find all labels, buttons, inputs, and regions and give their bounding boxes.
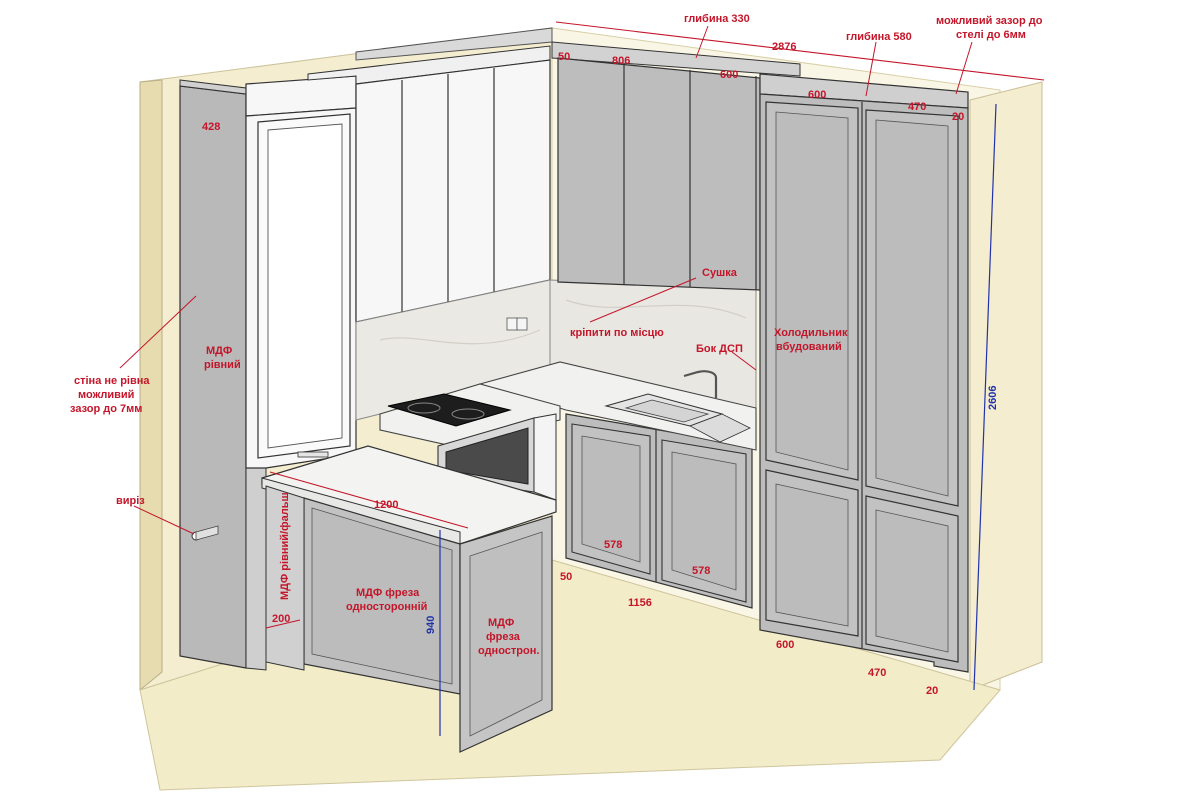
- cutout-pipe: [195, 525, 219, 541]
- label-dim-600-bottom: 600: [776, 639, 794, 651]
- label-gap-ceiling-1: можливий зазор до: [936, 15, 1043, 27]
- label-dim-578-b: 578: [692, 565, 710, 577]
- label-fridge-1: Холодильник: [774, 327, 848, 339]
- fridge-door-inner: [775, 111, 849, 471]
- label-mount-in-place: кріпити по місцю: [570, 327, 664, 339]
- ceiling-beam-left: [355, 27, 553, 61]
- leader-depth-330: [695, 25, 709, 59]
- upper-back-cabinets: [551, 41, 801, 291]
- label-fridge-2: вбудований: [776, 341, 842, 353]
- label-dim-806: 806: [612, 55, 630, 67]
- pantry-lower-inner: [875, 509, 949, 653]
- label-cutout: виріз: [116, 495, 145, 507]
- marble-vein-1: [379, 329, 541, 345]
- label-dim-470-right: 470: [908, 101, 926, 113]
- peninsula-false-panel: [265, 485, 305, 671]
- label-wall-uneven-3: зазор до 7мм: [70, 403, 142, 415]
- leader-gap-ceiling: [955, 41, 973, 95]
- annotation-texts: глибина 330 2876 глибина 580 можливий за…: [70, 13, 1043, 697]
- label-depth-580: глибина 580: [846, 31, 912, 43]
- label-dim-50-top: 50: [558, 51, 570, 63]
- label-mdf-level-1: МДФ: [206, 345, 232, 357]
- tall-cabinet-handle: [297, 451, 329, 458]
- upper-left-body: [355, 59, 551, 323]
- label-dim-1156: 1156: [628, 597, 652, 609]
- wall-socket-2: [516, 317, 528, 331]
- peninsula-end-inner: [469, 531, 543, 737]
- sink-drainer: [689, 413, 751, 443]
- annotation-lines: [119, 21, 1045, 736]
- label-dim-200: 200: [272, 613, 290, 625]
- label-side-dsp: Бок ДСП: [696, 343, 743, 355]
- leader-wall-uneven: [119, 295, 197, 369]
- oven-side-panel: [533, 413, 557, 501]
- dim-line-2606: [973, 103, 997, 691]
- label-dim-20-bottom: 20: [926, 685, 938, 697]
- peninsula-side-inner: [311, 507, 453, 685]
- dim-line-1200: [269, 471, 469, 529]
- faucet: [683, 370, 718, 398]
- label-wall-uneven-1: стіна не рівна: [74, 375, 150, 387]
- label-dim-600-top: 600: [720, 69, 738, 81]
- tall-cabinet-door-inner: [267, 123, 343, 449]
- marble-vein-2: [565, 299, 747, 319]
- wall-socket-1: [506, 317, 518, 331]
- fridge-lower-inner: [775, 483, 849, 627]
- label-mdf-mill-1: МДФ фреза: [356, 587, 420, 599]
- label-wall-uneven-2: можливий: [78, 389, 134, 401]
- dim-line-200: [265, 619, 301, 629]
- label-dim-1200: 1200: [374, 499, 398, 511]
- label-dim-2606: 2606: [987, 386, 999, 410]
- label-dim-50-bottom: 50: [560, 571, 572, 583]
- oven-window: [445, 427, 529, 485]
- dim-line-2876: [555, 21, 1045, 81]
- label-gap-ceiling-2: стелі до 6мм: [956, 29, 1026, 41]
- leader-cutout: [133, 505, 195, 535]
- upper-back-top-box: [551, 41, 801, 77]
- label-dim-470-bottom: 470: [868, 667, 886, 679]
- label-dim-20-right: 20: [952, 111, 964, 123]
- label-mdf-mill-b3: однострон.: [478, 645, 539, 657]
- peninsula: [261, 445, 557, 753]
- left-wall-edge: [139, 79, 163, 692]
- pantry-door-inner: [875, 119, 949, 497]
- left-column-face: [179, 85, 247, 669]
- right-tall-columns: [759, 73, 969, 673]
- burner-1: [407, 402, 441, 414]
- burner-2: [451, 408, 485, 420]
- label-dim-600-right: 600: [808, 89, 826, 101]
- label-mdf-mill-b2: фреза: [486, 631, 521, 643]
- countertop-back: [478, 361, 757, 451]
- label-depth-330: глибина 330: [684, 13, 750, 25]
- sink-inner: [624, 399, 710, 423]
- right-wall: [969, 81, 1043, 691]
- label-mdf-mill-2: односторонній: [346, 601, 427, 613]
- label-dim-578-a: 578: [604, 539, 622, 551]
- label-drying: Сушка: [702, 267, 738, 279]
- label-mdf-level-2: рівний: [204, 359, 241, 371]
- label-mdf-level-false: МДФ рівний/фальш: [279, 492, 291, 600]
- upper-back-body: [557, 57, 761, 291]
- label-dim-940: 940: [425, 616, 437, 634]
- leader-side-dsp: [731, 351, 757, 371]
- leader-depth-580: [865, 41, 877, 97]
- label-dim-2876: 2876: [772, 41, 796, 53]
- base-door-1-inner: [581, 435, 641, 563]
- left-tall-cabinet: [245, 75, 357, 469]
- label-dim-428: 428: [202, 121, 220, 133]
- base-back-cabinets: [565, 413, 753, 609]
- base-door-2-inner: [671, 451, 737, 591]
- upper-left-cabinets: [307, 45, 551, 323]
- leader-drying: [589, 277, 697, 323]
- label-mdf-mill-b1: МДФ: [488, 617, 514, 629]
